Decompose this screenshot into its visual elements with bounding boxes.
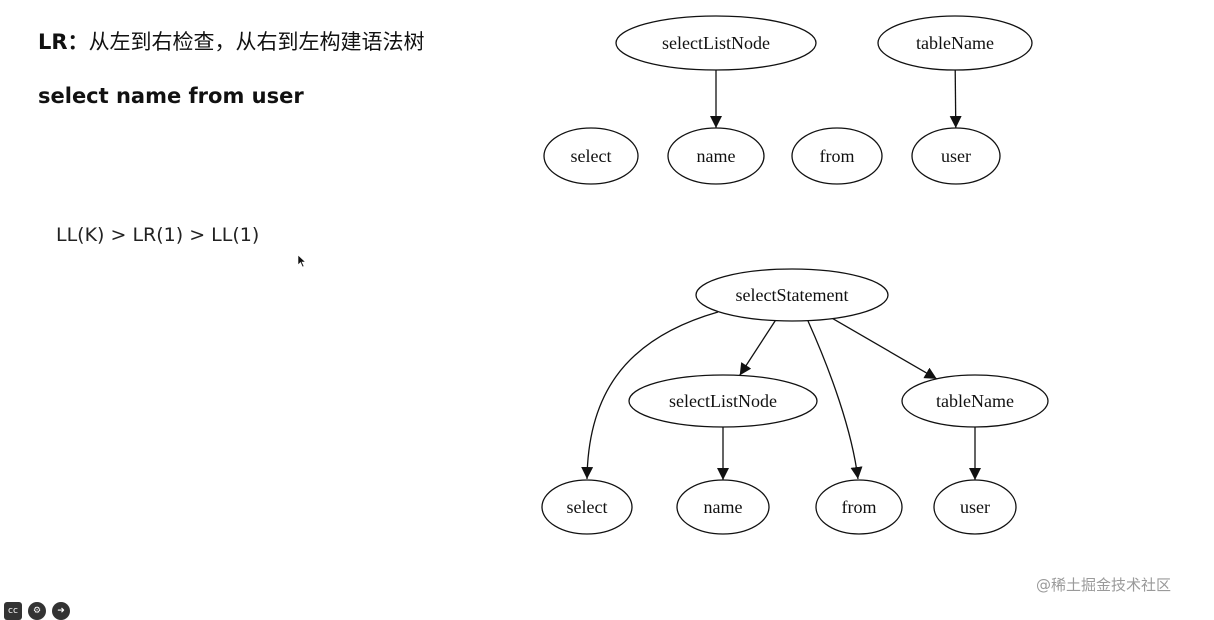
node-b_from: from (815, 479, 903, 535)
sql-query: select name from user (38, 84, 304, 108)
node-label: select (567, 497, 608, 517)
node-label: selectListNode (669, 391, 777, 411)
node-label: tableName (936, 391, 1014, 411)
watermark: @稀土掘金技术社区 (1036, 576, 1172, 594)
node-label: user (960, 497, 990, 517)
node-label: name (697, 146, 736, 166)
node-ellipse (877, 15, 1033, 71)
node-ellipse (543, 127, 639, 185)
node-b_selectStatement: selectStatement (695, 268, 889, 322)
node-label: user (941, 146, 971, 166)
edge-b_selectStatement-to-b_from (807, 320, 863, 480)
node-label: select (571, 146, 612, 166)
node-ellipse (628, 374, 818, 428)
node-ellipse (615, 15, 817, 71)
player-controls: cc ⚙ ➜ (4, 602, 70, 620)
node-b_selectListNode: selectListNode (628, 374, 818, 428)
node-ellipse (695, 268, 889, 322)
node-a_select: select (543, 127, 639, 185)
node-label: from (842, 497, 877, 517)
node-b_user: user (933, 479, 1017, 535)
node-b_select: select (541, 479, 633, 535)
edge-b_selectStatement-to-b_selectListNode (739, 320, 776, 376)
lr-heading-text: 从左到右检查，从右到左构建语法树 (88, 30, 425, 54)
node-a_selectListNode: selectListNode (615, 15, 817, 71)
node-ellipse (676, 479, 770, 535)
settings-icon[interactable]: ⚙ (28, 602, 46, 620)
node-ellipse (933, 479, 1017, 535)
lr-heading-prefix: LR： (38, 30, 89, 54)
mouse-cursor-icon (297, 254, 307, 268)
node-a_from: from (791, 127, 883, 185)
cc-icon[interactable]: cc (4, 602, 22, 620)
node-ellipse (541, 479, 633, 535)
lr-heading: LR：从左到右检查，从右到左构建语法树 (38, 26, 425, 56)
node-ellipse (791, 127, 883, 185)
parser-precedence: LL(K) > LR(1) > LL(1) (56, 224, 260, 246)
edge-b_selectStatement-to-b_tableName (832, 318, 938, 380)
node-ellipse (815, 479, 903, 535)
node-label: from (820, 146, 855, 166)
node-a_tableName: tableName (877, 15, 1033, 71)
edges-layer (581, 69, 981, 480)
node-label: selectListNode (662, 33, 770, 53)
node-label: tableName (916, 33, 994, 53)
node-b_tableName: tableName (901, 374, 1049, 428)
node-label: selectStatement (736, 285, 849, 305)
node-a_name: name (667, 127, 765, 185)
node-b_name: name (676, 479, 770, 535)
edge-a_tableName-to-a_user (949, 69, 962, 129)
edge-b_selectStatement-to-b_select (581, 311, 719, 480)
node-label: name (704, 497, 743, 517)
next-icon[interactable]: ➜ (52, 602, 70, 620)
node-ellipse (911, 127, 1001, 185)
node-ellipse (901, 374, 1049, 428)
node-ellipse (667, 127, 765, 185)
node-a_user: user (911, 127, 1001, 185)
nodes-layer: selectListNode tableName select name from use… (541, 15, 1049, 535)
